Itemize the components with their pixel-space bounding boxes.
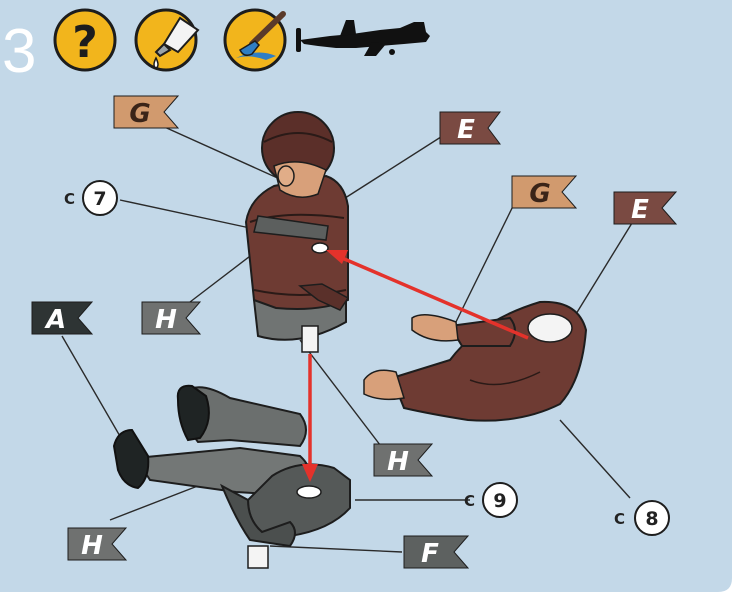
svg-text:F: F [421,539,439,569]
svg-text:H: H [155,305,177,335]
svg-text:9: 9 [493,490,506,512]
step-number: 3 [2,17,36,86]
paintbrush-icon [225,10,285,70]
svg-text:G: G [129,99,150,129]
svg-text:A: A [44,305,66,335]
svg-text:7: 7 [93,188,106,210]
glue-tube-icon [136,10,198,70]
svg-text:C: C [64,190,75,208]
svg-text:G: G [529,179,550,209]
svg-text:C: C [464,492,475,510]
svg-text:C: C [614,510,625,528]
svg-text:H: H [387,447,409,477]
svg-text:H: H [81,531,103,561]
svg-text:E: E [631,195,649,225]
svg-text:?: ? [72,17,98,68]
svg-text:E: E [457,115,475,145]
pilot-torso-part [246,112,348,352]
question-icon: ? [55,10,115,70]
svg-text:8: 8 [645,508,658,530]
